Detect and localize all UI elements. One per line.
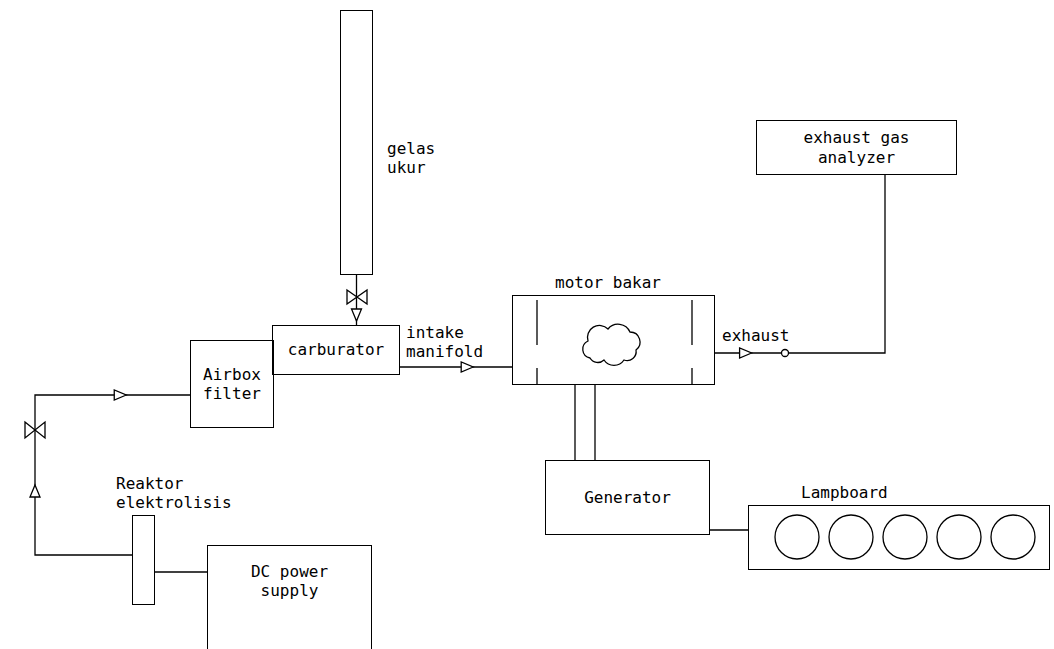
connector-line [594,385,595,460]
process-box: DC power supply [207,545,372,649]
node-label: Lampboard [801,483,888,502]
lamp-symbol [937,515,981,559]
process-box: Generator [545,460,710,535]
connector [30,390,190,555]
process-box: Reaktor elektrolisis [132,515,155,605]
lamp-symbol [775,515,819,559]
process-box: exhaust gas analyzer [756,120,957,175]
connector-line [155,571,207,572]
arrowhead [114,390,126,400]
cylinder-wall [691,368,692,385]
cylinder-wall [536,300,537,345]
node-label: motor bakar [555,273,661,292]
edge-label: intake manifold [406,323,506,361]
node-label: exhaust gas analyzer [794,128,919,166]
connector [400,362,512,372]
lamp-symbol [991,515,1035,559]
connector-group [30,175,885,572]
process-box: motor bakar [512,295,715,385]
cylinder-wall [691,300,692,345]
node-label: DC power supply [230,562,350,600]
arrowhead [740,348,752,358]
connector-line [400,366,512,367]
node-label: gelas ukur [387,139,435,177]
valve-symbol [25,422,45,438]
process-box: carburator [272,325,400,375]
edge-label: exhaust [722,326,789,345]
connector [575,385,595,460]
connector [710,530,748,531]
probe-joint [782,350,789,357]
node-label: Generator [584,488,671,507]
lamp-symbol [883,515,927,559]
lamp-symbol [829,515,873,559]
connector-line [715,175,885,353]
node-label: carburator [288,340,384,359]
arrowhead [30,485,40,497]
process-box: Lampboard [748,505,1050,570]
connector-line [710,529,748,530]
valve-symbol [347,290,367,304]
arrowhead [352,309,362,321]
process-box: gelas ukur [340,10,373,275]
cylinder-wall [536,368,537,385]
connector-line [574,385,575,460]
process-box: Airbox filter [190,340,274,428]
node-label: Reaktor elektrolisis [116,474,232,512]
connector [715,175,885,358]
combustion-cloud [583,324,640,365]
connector [155,572,207,573]
arrowhead [461,362,473,372]
node-label: Airbox filter [197,365,267,403]
illustration [25,290,1035,559]
